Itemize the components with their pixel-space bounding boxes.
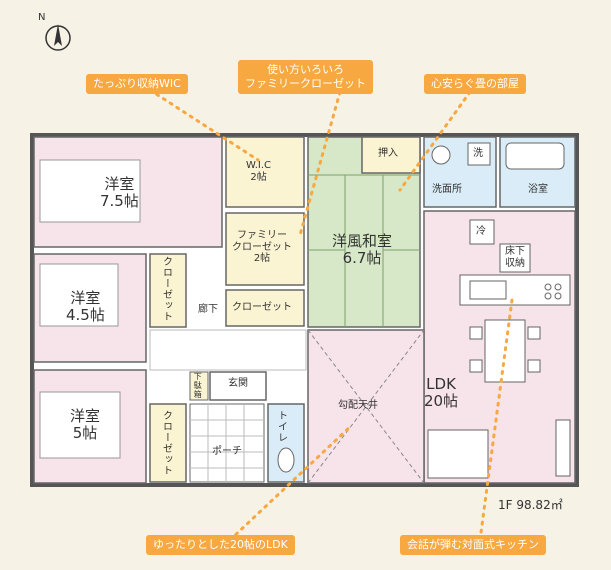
- callout-tatami: 心安らぐ畳の部屋: [424, 74, 526, 94]
- fridge-box: [469, 219, 495, 245]
- room-toilet-label: トイレ: [275, 410, 287, 443]
- washer-box: [467, 142, 491, 166]
- tv-stand: [555, 419, 571, 477]
- room-shoebox-label: 下駄箱: [193, 372, 203, 399]
- toilet-bowl: [277, 447, 295, 473]
- ldk-ceiling-floor: [307, 329, 425, 484]
- kitchen-sink: [469, 280, 507, 300]
- bed3-closet-floor: [149, 403, 187, 483]
- bed2-closet-floor: [149, 253, 187, 328]
- room-family-closet-label: ファミリー クローゼット 2帖: [232, 230, 292, 264]
- bed-3: [39, 391, 121, 459]
- underfloor-box: [499, 243, 531, 273]
- callout-kitchen: 会話が弾む対面式キッチン: [400, 535, 546, 555]
- callout-wic: たっぷり収納WIC: [86, 74, 188, 94]
- room-entrance-label: 玄関: [228, 378, 248, 389]
- floor-area-label: 1F 98.82㎡: [498, 498, 563, 512]
- compass-label: N: [38, 12, 46, 23]
- bed-2: [39, 263, 119, 327]
- room-oshiire-label: 押入: [378, 148, 398, 159]
- room-ldk-label: LDK 20帖: [424, 375, 459, 411]
- room-bed1-label: 洋室 7.5帖: [100, 175, 139, 211]
- room-tatami-label: 洋風和室 6.7帖: [332, 232, 393, 268]
- underfloor-label: 床下 収納: [505, 246, 525, 269]
- compass-icon: [45, 24, 71, 51]
- hall-closet-floor: [225, 289, 305, 327]
- dining-table: [484, 319, 526, 383]
- room-bath-label: 浴室: [528, 184, 548, 195]
- fridge-label: 冷: [476, 226, 486, 237]
- room-wic-label: W.I.C 2帖: [246, 160, 272, 183]
- ceiling-label: 勾配天井: [338, 400, 378, 411]
- callout-ldk: ゆったりとした20帖のLDK: [146, 535, 295, 555]
- washer-label: 洗: [473, 148, 483, 159]
- bed-1: [39, 159, 141, 223]
- room-bed3-label: 洋室 5帖: [70, 407, 101, 443]
- room-porch-label: ポーチ: [212, 446, 242, 457]
- oshiire-floor: [361, 136, 421, 174]
- stove-burners: [544, 283, 562, 300]
- washroom-sink: [431, 145, 451, 165]
- shoebox-floor: [189, 371, 209, 401]
- room-washroom-label: 洗面所: [432, 184, 462, 195]
- porch-floor: [189, 403, 265, 483]
- sofa: [427, 429, 489, 479]
- room-closet-bed2-label: クローゼット: [160, 256, 172, 322]
- room-closet-bed3-label: クローゼット: [160, 410, 172, 476]
- entrance-floor: [209, 371, 267, 401]
- room-closet-hall-label: クローゼット: [232, 302, 292, 313]
- room-bed2-label: 洋室 4.5帖: [66, 289, 105, 325]
- hall-floor: [149, 329, 307, 371]
- callout-family-closet: 使い方いろいろ ファミリークローゼット: [238, 60, 373, 94]
- family-closet-floor: [225, 212, 305, 286]
- bathtub: [505, 142, 565, 170]
- room-hall-label: 廊下: [198, 304, 218, 315]
